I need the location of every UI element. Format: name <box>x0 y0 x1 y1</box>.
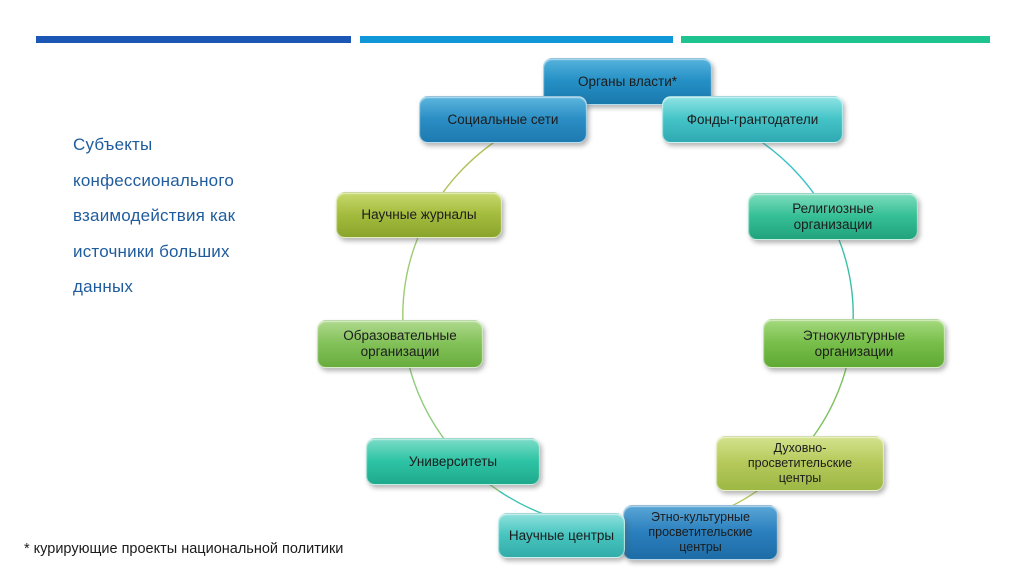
slide-title: Субъекты конфессионального взаимодействи… <box>73 127 283 305</box>
slide-title-line: источники больших <box>73 241 230 261</box>
slide-title-line: данных <box>73 277 134 296</box>
slide-title-line: взаимодействия как <box>73 206 236 225</box>
node-etnokulturnye-organizacii: Этнокультурные организации <box>763 319 945 368</box>
slide-title-line: конфессионального <box>73 170 235 190</box>
slide-title-line: Субъекты <box>73 135 153 154</box>
node-obrazovatelnye-organizacii: Образовательные организации <box>317 320 483 368</box>
accent-bar-dark-blue <box>36 36 351 43</box>
node-duhovno-prosvetitelskie-centry: Духовно- просветительские центры <box>716 436 884 491</box>
node-socialnye-seti: Социальные сети <box>419 96 587 143</box>
footnote: * курирующие проекты национальной полити… <box>24 541 344 557</box>
node-religioznye-organizacii: Религиозные организации <box>748 193 918 240</box>
node-fondy-grantodateli: Фонды-грантодатели <box>662 96 843 143</box>
node-nauchnye-centry: Научные центры <box>498 513 625 558</box>
accent-bar-green <box>681 36 990 43</box>
accent-bar-light-blue <box>360 36 673 43</box>
node-nauchnye-zhurnaly: Научные журналы <box>336 192 502 238</box>
node-etno-kulturnye-prosvetitelskie-centry: Этно-культурные просветительские центры <box>623 505 778 560</box>
node-universitety: Университеты <box>366 438 540 485</box>
